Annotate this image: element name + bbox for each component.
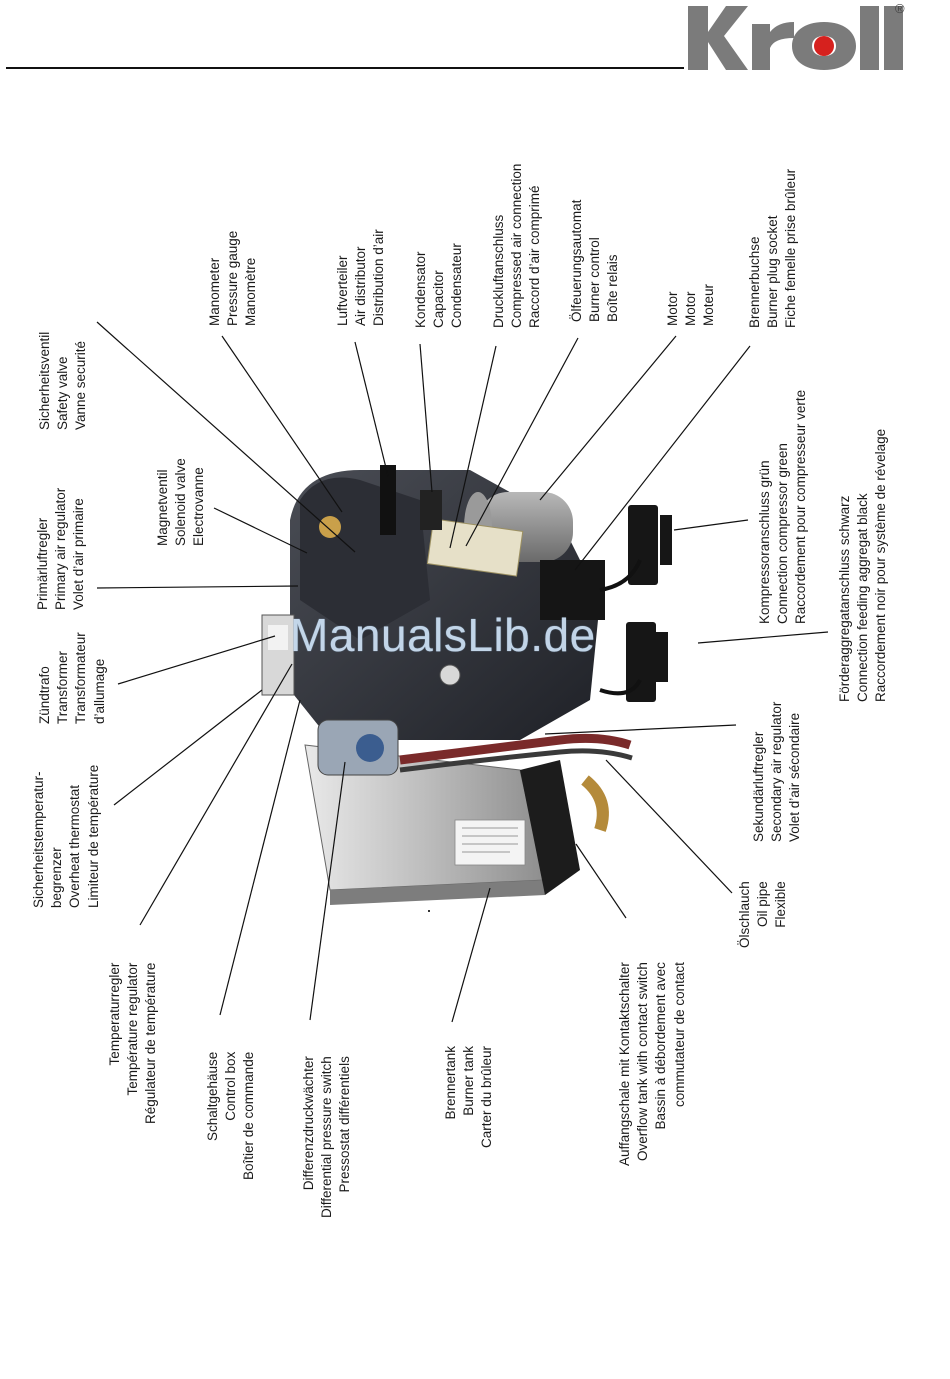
label-temperaturregler: Temperaturregler Température regulator R… xyxy=(107,962,159,1124)
leader-schaltgehaeuse xyxy=(219,699,301,1016)
leader-manometer xyxy=(221,335,343,513)
leader-sekundaerluftregler xyxy=(544,724,737,735)
label-druckluftanschluss: Druckluftanschluss Compressed air connec… xyxy=(491,163,543,328)
leader-differenzdruckwaechter xyxy=(309,761,346,1021)
label-brennerbuchse: Brennerbuchse Burner plug socket Fiche f… xyxy=(747,168,799,328)
leader-primaerluftregler xyxy=(96,585,299,589)
label-sekundaerluftregler: Sekundärluftregler Secondary air regulat… xyxy=(751,701,803,842)
label-auffangschale: Auffangschale mit Kontaktschalter Overfl… xyxy=(617,962,687,1166)
label-magnetventil: Magnetventil Solenoid valve Electrovanne xyxy=(155,458,207,546)
label-oelfeuerungsautomat: Ölfeuerungsautomat Burner control Boîte … xyxy=(569,199,621,322)
leader-temperaturregler xyxy=(139,663,293,926)
leader-kondensator xyxy=(419,343,433,493)
label-luftverteiler: Luftverteiler Air distributor Distributi… xyxy=(335,229,387,326)
label-foerderaggregat: Förderaggregatanschluss schwarz Connecti… xyxy=(837,428,889,702)
leader-motor xyxy=(539,335,677,501)
leader-brennerbuchse xyxy=(574,345,751,571)
label-kondensator: Kondensator Capacitor Condensateur xyxy=(413,243,465,328)
watermark: ManualsLib.de xyxy=(290,609,596,661)
label-brennertank: Brennertank Burner tank Carter du brûleu… xyxy=(443,1045,495,1148)
label-kompressoranschluss: Kompressoranschluss grün Connection comp… xyxy=(757,389,809,624)
label-oelschlauch: Ölschlauch Oil pipe Flexible xyxy=(737,881,789,948)
leader-sicherheitstemperaturbegrenzer xyxy=(113,689,263,806)
label-sicherheitsventil: Sicherheitsventil Safety valve Vanne sec… xyxy=(37,331,89,430)
leader-druckluftanschluss xyxy=(449,345,497,549)
leader-oelschlauch xyxy=(605,759,733,894)
leader-luftverteiler xyxy=(354,341,389,477)
leader-kompressoranschluss xyxy=(673,519,749,531)
brand-logo xyxy=(688,6,903,70)
registered-mark: ® xyxy=(895,1,905,16)
leader-foerderaggregat xyxy=(697,631,829,644)
label-motor: Motor Motor Moteur xyxy=(665,283,717,326)
label-differenzdruckwaechter: Differenzdruckwächter Differential press… xyxy=(301,1056,353,1218)
label-schaltgehaeuse: Schaltgehäuse Control box Boîtier de com… xyxy=(205,1051,257,1180)
stray-dot xyxy=(428,910,430,912)
leader-zuendtrafo xyxy=(117,635,276,685)
leader-magnetventil xyxy=(213,507,308,554)
leader-oelfeuerungsautomat xyxy=(465,337,579,547)
leader-brennertank xyxy=(451,887,491,1023)
leader-sicherheitsventil xyxy=(96,321,356,553)
leader-auffangschale xyxy=(575,843,627,919)
label-sicherheitstemperaturbegrenzer: Sicherheitstemperatur- begrenzer Overhea… xyxy=(31,764,101,908)
header-rule xyxy=(6,67,684,69)
label-manometer: Manometer Pressure gauge Manomètre xyxy=(207,230,259,326)
label-primaerluftregler: Primärluftregler Primary air regulator V… xyxy=(35,487,87,610)
label-zuendtrafo: Zündtrafo Transformer Transformateur d’a… xyxy=(37,632,107,724)
